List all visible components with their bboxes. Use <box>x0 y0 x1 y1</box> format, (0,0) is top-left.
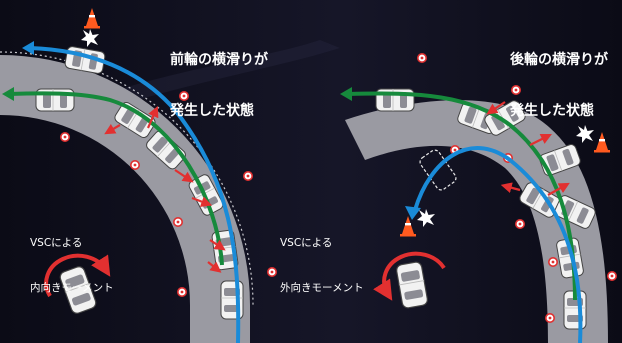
right-trajectory-corrected <box>340 87 577 301</box>
rotation-arrow-icon <box>44 253 111 298</box>
right-note-line1: VSCによる <box>280 237 333 249</box>
right-trajectory-skid <box>405 146 583 343</box>
left-road <box>0 51 254 343</box>
left-trajectory-skid <box>22 41 241 343</box>
left-title-line1: 前輪の横滑りが <box>170 52 268 68</box>
right-note: VSCによる 外向きモーメント <box>280 206 364 311</box>
rotation-arrow-icon <box>373 251 446 301</box>
right-note-line2: 外向きモーメント <box>280 282 364 294</box>
left-trajectory-corrected <box>2 87 224 266</box>
left-title: 前輪の横滑りが 発生した状態 <box>170 18 268 137</box>
left-moment-arrows <box>104 105 226 273</box>
left-note-line2: 内向きモーメント <box>30 282 114 294</box>
left-inset-vehicle <box>44 253 111 316</box>
right-title-line2: 発生した状態 <box>510 103 594 119</box>
left-note: VSCによる 内向きモーメント <box>30 206 114 311</box>
left-title-line2: 発生した状態 <box>170 103 254 119</box>
right-inset-vehicle <box>373 251 446 310</box>
right-title: 後輪の横滑りが 発生した状態 <box>510 18 608 137</box>
right-title-line1: 後輪の横滑りが <box>510 52 608 68</box>
left-note-line1: VSCによる <box>30 237 83 249</box>
right-moment-arrows <box>486 101 570 196</box>
